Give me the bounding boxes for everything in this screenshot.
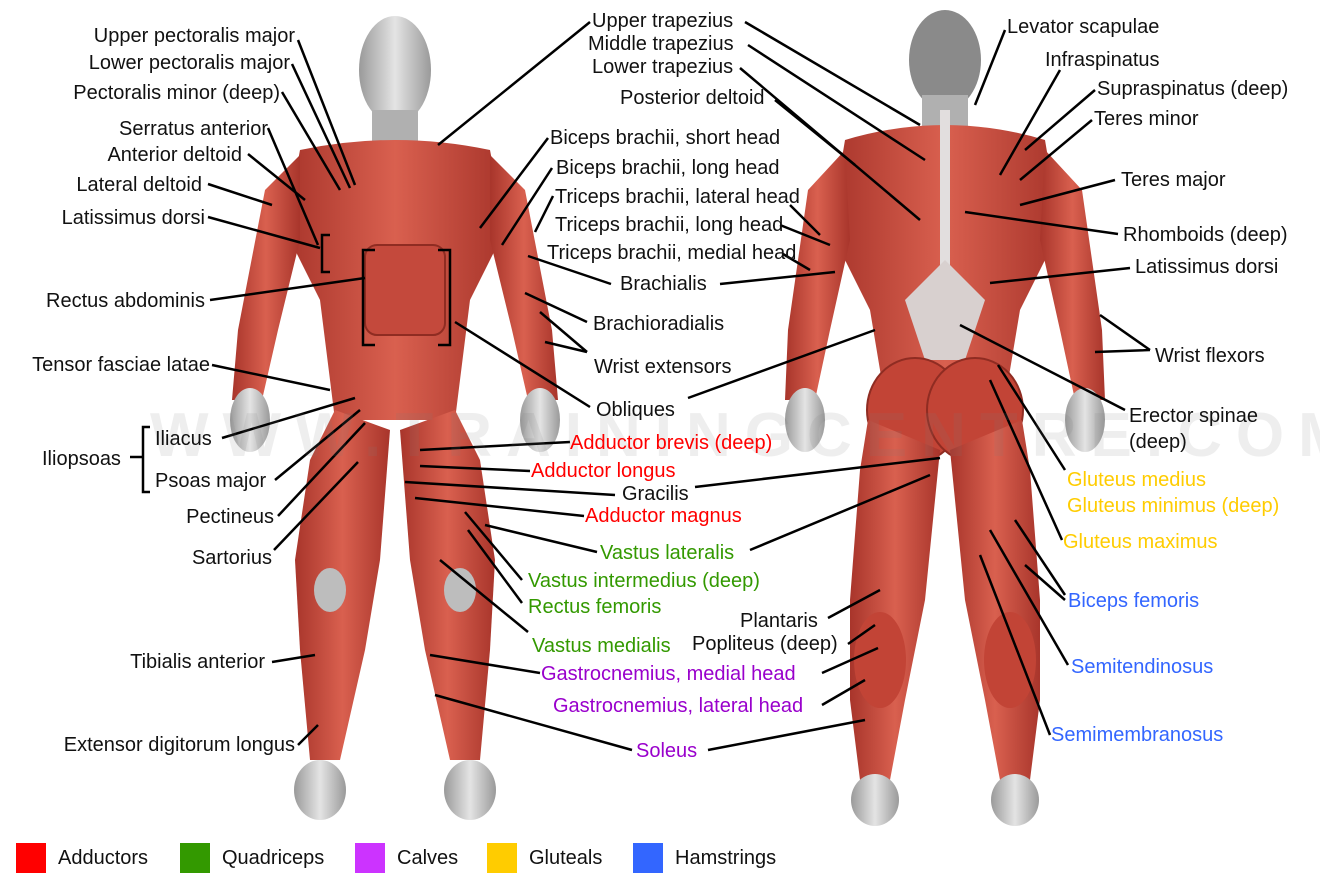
back-left-calf <box>854 612 906 708</box>
label-rhomboids: Rhomboids (deep) <box>1123 224 1288 246</box>
label-adductor-longus: Adductor longus <box>531 460 676 482</box>
label-gastrocnemius-lateral-head: Gastrocnemius, lateral head <box>553 695 804 717</box>
label-iliopsoas: Iliopsoas <box>42 448 121 470</box>
legend-swatch-adductors <box>16 843 46 873</box>
label-iliacus: Iliacus <box>155 428 212 450</box>
front-left-foot <box>294 760 346 820</box>
label-lower-pectoralis-major: Lower pectoralis major <box>88 52 290 74</box>
label-latissimus-dorsi-front: Latissimus dorsi <box>61 207 205 229</box>
legend-label-quadriceps: Quadriceps <box>222 846 325 869</box>
label-brachialis: Brachialis <box>620 273 707 295</box>
label-serratus-anterior: Serratus anterior <box>119 118 268 140</box>
front-right-foot <box>444 760 496 820</box>
watermark: WWW.TRAININGCENTRE.COM <box>150 401 1320 470</box>
label-rectus-abdominis: Rectus abdominis <box>46 290 205 312</box>
front-right-knee <box>444 568 476 612</box>
label-supraspinatus: Supraspinatus (deep) <box>1097 78 1289 100</box>
back-figure <box>785 10 1105 826</box>
label-latissimus-dorsi-back: Latissimus dorsi <box>1135 256 1279 278</box>
legend-swatch-calves <box>355 843 385 873</box>
label-vastus-intermedius: Vastus intermedius (deep) <box>528 570 760 592</box>
back-lower-fascia <box>905 260 985 360</box>
label-triceps-medial-head: Triceps brachii, medial head <box>547 242 797 264</box>
front-right-hand <box>520 388 560 452</box>
label-middle-trapezius: Middle trapezius <box>588 33 734 55</box>
label-rectus-femoris: Rectus femoris <box>528 596 662 618</box>
label-pectoralis-minor: Pectoralis minor (deep) <box>73 82 280 104</box>
front-right-arm <box>490 155 558 400</box>
label-gastrocnemius-medial-head: Gastrocnemius, medial head <box>541 663 796 685</box>
label-popliteus: Popliteus (deep) <box>692 633 838 655</box>
label-brachioradialis: Brachioradialis <box>593 313 725 335</box>
label-levator-scapulae: Levator scapulae <box>1007 16 1160 38</box>
label-extensor-digitorum-longus: Extensor digitorum longus <box>63 734 295 756</box>
label-teres-minor: Teres minor <box>1094 108 1199 130</box>
label-sartorius: Sartorius <box>191 547 272 569</box>
label-lower-trapezius: Lower trapezius <box>592 56 734 78</box>
label-anterior-deltoid: Anterior deltoid <box>107 144 242 166</box>
legend-item-quadriceps: Quadriceps <box>180 843 324 873</box>
front-left-hand <box>230 388 270 452</box>
legend-item-gluteals: Gluteals <box>487 843 602 873</box>
label-lateral-deltoid: Lateral deltoid <box>76 174 202 196</box>
front-abs <box>364 244 446 336</box>
label-triceps-lateral-head: Triceps brachii, lateral head <box>555 186 800 208</box>
legend-item-hamstrings: Hamstrings <box>633 843 776 873</box>
label-adductor-magnus: Adductor magnus <box>585 505 742 527</box>
label-wrist-flexors: Wrist flexors <box>1155 345 1265 367</box>
label-wrist-extensors: Wrist extensors <box>594 356 732 378</box>
label-posterior-deltoid: Posterior deltoid <box>620 87 765 109</box>
label-obliques: Obliques <box>596 399 675 421</box>
front-left-knee <box>314 568 346 612</box>
label-teres-major: Teres major <box>1121 169 1226 191</box>
label-gluteus-minimus: Gluteus minimus (deep) <box>1067 495 1280 517</box>
label-upper-pectoralis-major: Upper pectoralis major <box>93 25 295 47</box>
label-erector-spinae: Erector spinae <box>1129 405 1258 427</box>
legend-swatch-quadriceps <box>180 843 210 873</box>
label-upper-trapezius: Upper trapezius <box>592 10 734 32</box>
label-triceps-long-head: Triceps brachii, long head <box>555 214 784 236</box>
label-semimembranosus: Semimembranosus <box>1051 724 1224 746</box>
label-gracilis: Gracilis <box>622 483 689 505</box>
label-vastus-medialis: Vastus medialis <box>532 635 671 657</box>
legend-label-hamstrings: Hamstrings <box>675 846 777 869</box>
legend-label-calves: Calves <box>397 846 459 869</box>
front-head <box>359 16 431 124</box>
back-right-calf <box>984 612 1036 708</box>
back-head <box>909 10 981 110</box>
label-biceps-short-head: Biceps brachii, short head <box>550 127 781 149</box>
front-left-arm <box>232 155 300 400</box>
label-semitendinosus: Semitendinosus <box>1071 656 1214 678</box>
label-infraspinatus: Infraspinatus <box>1045 49 1160 71</box>
legend-item-calves: Calves <box>355 843 458 873</box>
label-soleus: Soleus <box>636 740 698 762</box>
back-right-leg <box>950 420 1040 780</box>
label-biceps-femoris: Biceps femoris <box>1068 590 1200 612</box>
label-plantaris: Plantaris <box>740 610 818 632</box>
label-erector-spinae-deep: (deep) <box>1129 431 1187 453</box>
legend-item-adductors: Adductors <box>16 843 148 873</box>
leader-lines <box>130 20 1151 752</box>
label-adductor-brevis: Adductor brevis (deep) <box>570 432 773 454</box>
label-pectineus: Pectineus <box>186 506 274 528</box>
label-psoas-major: Psoas major <box>155 470 267 492</box>
legend-swatch-hamstrings <box>633 843 663 873</box>
back-right-hand <box>1065 388 1105 452</box>
label-gluteus-medius: Gluteus medius <box>1067 469 1206 491</box>
back-left-hand <box>785 388 825 452</box>
back-right-foot <box>991 774 1039 826</box>
legend-label-gluteals: Gluteals <box>529 846 603 869</box>
label-vastus-lateralis: Vastus lateralis <box>600 542 735 564</box>
legend-swatch-gluteals <box>487 843 517 873</box>
label-gluteus-maximus: Gluteus maximus <box>1063 531 1218 553</box>
back-left-foot <box>851 774 899 826</box>
label-biceps-long-head: Biceps brachii, long head <box>556 157 780 179</box>
label-tensor-fasciae-latae: Tensor fasciae latae <box>32 354 210 376</box>
legend-label-adductors: Adductors <box>58 846 149 869</box>
label-tibialis-anterior: Tibialis anterior <box>130 651 265 673</box>
front-figure <box>230 16 560 820</box>
